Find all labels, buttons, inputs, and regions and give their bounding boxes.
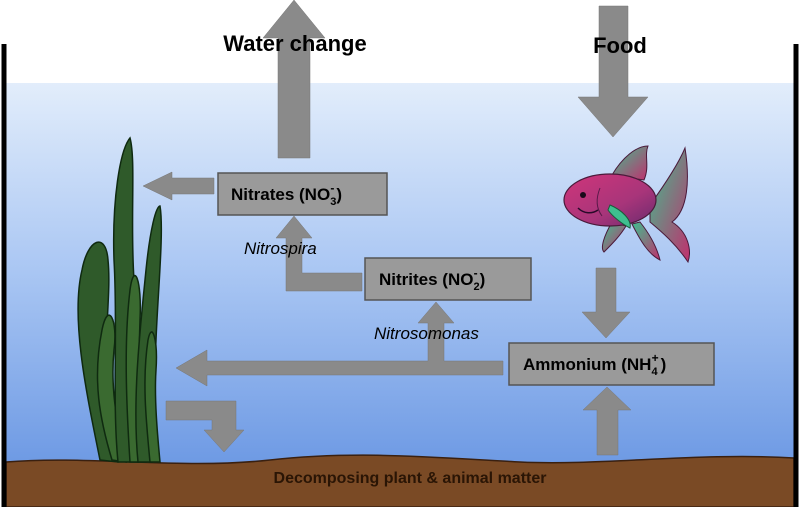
nitrites-to-nitrates-arrow <box>275 215 363 292</box>
water-change-label: Water change <box>223 31 366 56</box>
ground-to-ammonium-arrow <box>582 386 632 456</box>
ammonium-to-plant-arrow <box>175 301 504 387</box>
svg-text:Nitrates (NO3-): Nitrates (NO3-) <box>231 181 342 208</box>
water-change-arrow <box>262 0 326 159</box>
nitrospira-label: Nitrospira <box>244 239 317 258</box>
svg-text:Ammonium (NH4+): Ammonium (NH4+) <box>523 351 666 378</box>
food-arrow <box>577 5 649 138</box>
svg-text:Nitrites (NO2-): Nitrites (NO2-) <box>379 266 485 293</box>
plant <box>77 136 163 463</box>
ground-label: Decomposing plant & animal matter <box>274 470 547 487</box>
nitrosomonas-label: Nitrosomonas <box>374 324 479 343</box>
ammonium-box: Ammonium (NH4+) <box>508 342 715 386</box>
nitrites-box: Nitrites (NO2-) <box>364 257 532 301</box>
fish-to-ammonium-arrow <box>581 267 631 339</box>
nitrates-to-plant-arrow <box>142 171 215 201</box>
fish <box>563 145 690 264</box>
food-label: Food <box>593 33 647 58</box>
plant-to-ground-arrow <box>165 400 245 453</box>
nitrates-box: Nitrates (NO3-) <box>217 172 388 216</box>
